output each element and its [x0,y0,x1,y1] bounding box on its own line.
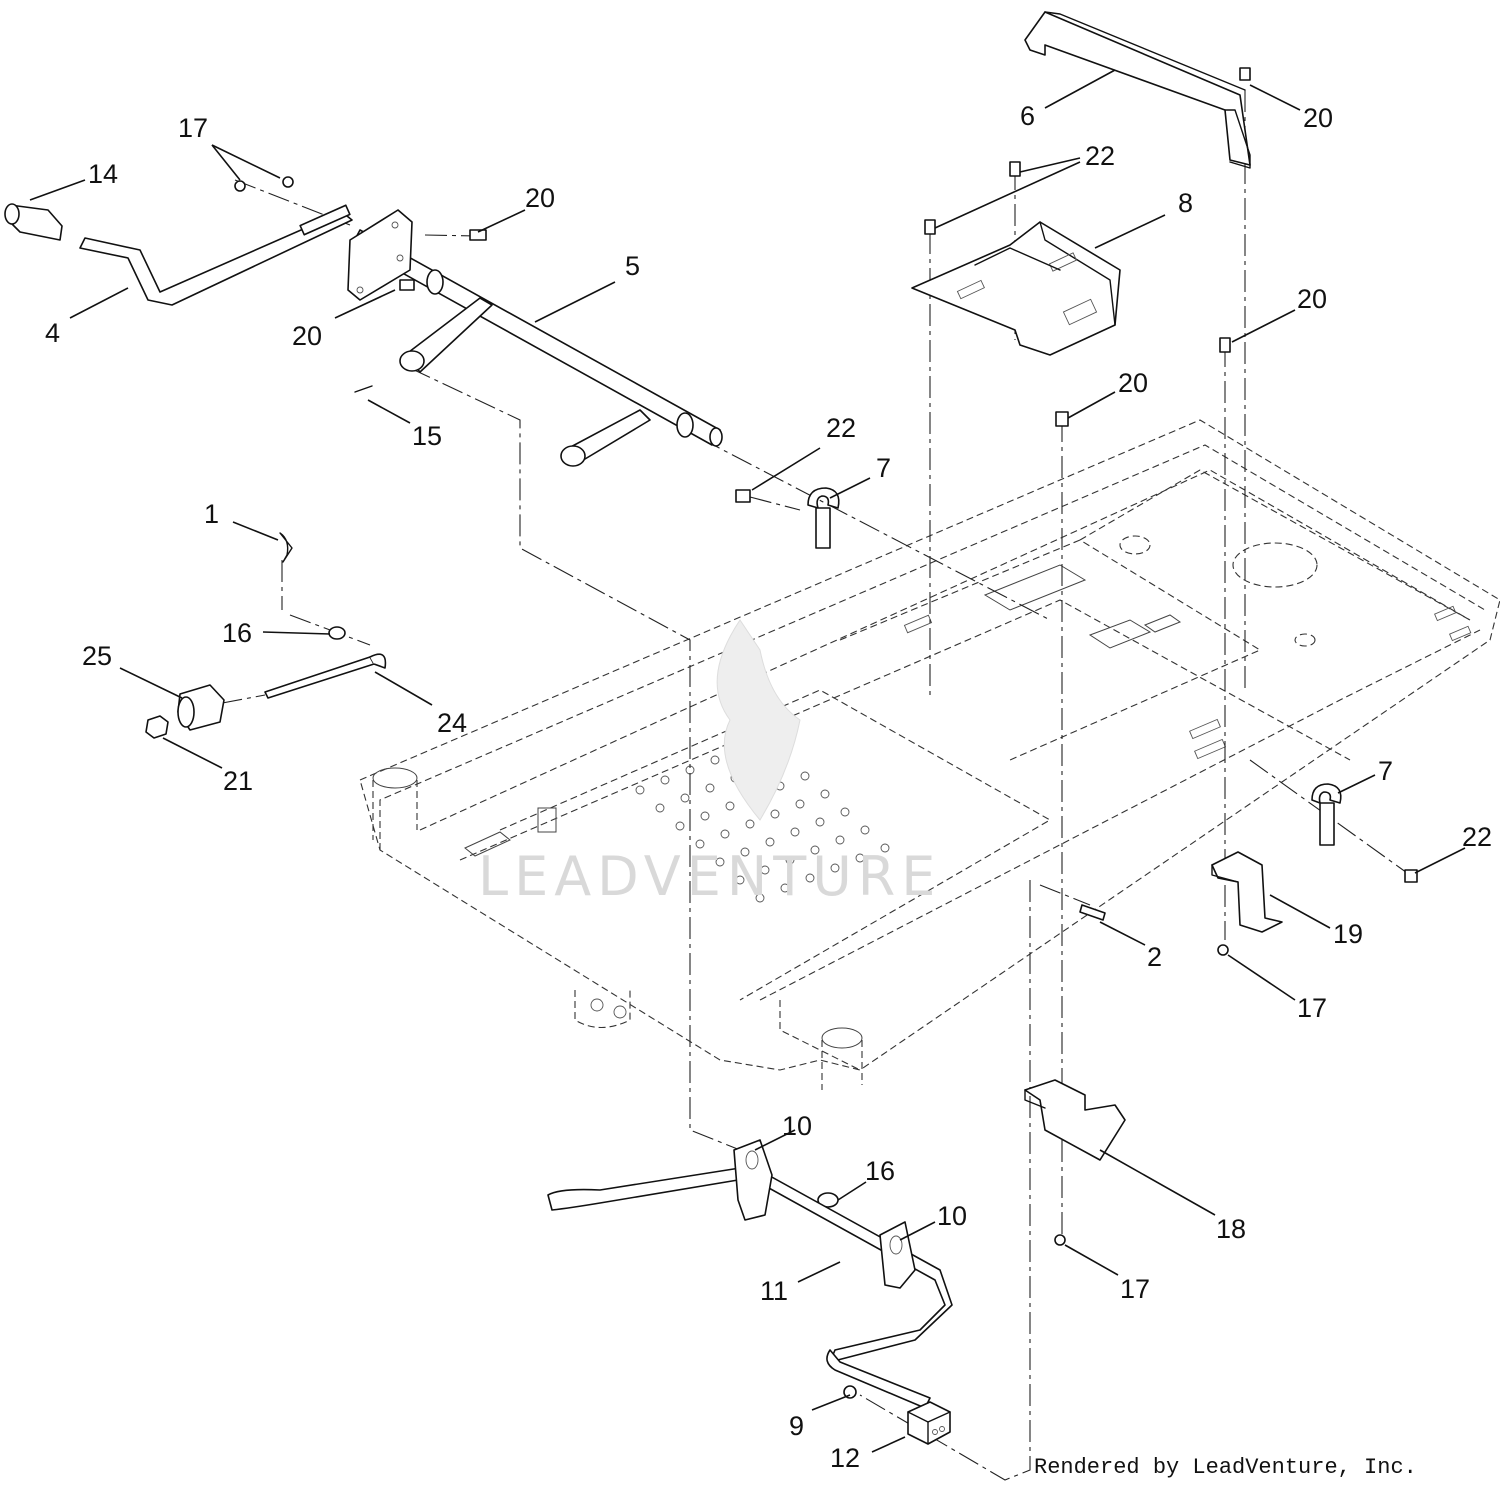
callout-16: 16 [865,1156,895,1186]
callout-20: 20 [525,183,555,213]
part-18-bracket [1024,1079,1126,1161]
callout-17: 17 [1297,993,1327,1023]
callout-16: 16 [222,618,252,648]
chassis-frame [359,419,1500,1090]
callout-6: 6 [1020,101,1035,131]
part-5-shaft [347,209,723,467]
part-19-bracket [1211,851,1283,933]
leader-lines [29,69,1466,1453]
part-10-tabs [733,1139,916,1289]
callout-10: 10 [937,1201,967,1231]
callout-8: 8 [1178,188,1193,218]
callout-24: 24 [437,708,467,738]
callout-15: 15 [412,421,442,451]
callout-14: 14 [88,159,118,189]
callout-7: 7 [876,453,891,483]
callout-20: 20 [1297,284,1327,314]
callout-11: 11 [760,1276,788,1306]
credit-text: Rendered by LeadVenture, Inc. [1034,1455,1417,1480]
callout-17: 17 [178,113,208,143]
watermark: LEADVENTURE [478,619,941,908]
callout-labels: 14 4 17 20 20 5 15 22 7 6 20 22 8 20 20 … [45,101,1492,1473]
assembly-centerlines [184,90,1411,1481]
callout-20: 20 [1118,368,1148,398]
part-8-plate [911,221,1121,356]
callout-22: 22 [1085,141,1115,171]
part-12-grip [907,1401,951,1445]
callout-20: 20 [1303,103,1333,133]
callout-12: 12 [830,1443,860,1473]
hardware-bolts [145,67,1418,1399]
callout-7: 7 [1378,756,1393,786]
callout-17: 17 [1120,1274,1150,1304]
callout-1: 1 [204,499,219,529]
callout-18: 18 [1216,1214,1246,1244]
part-4-lever [79,204,353,306]
callout-10: 10 [782,1111,812,1141]
callout-22: 22 [1462,822,1492,852]
callout-4: 4 [45,318,60,348]
callout-21: 21 [223,766,253,796]
watermark-text: LEADVENTURE [478,845,941,908]
part-14-grip [4,203,63,241]
callout-2: 2 [1147,942,1162,972]
callout-20: 20 [292,321,322,351]
part-6-bracket [1024,11,1251,169]
callout-25: 25 [82,641,112,671]
callout-22: 22 [826,413,856,443]
callout-9: 9 [789,1411,804,1441]
callout-5: 5 [625,251,640,281]
callout-19: 19 [1333,919,1363,949]
